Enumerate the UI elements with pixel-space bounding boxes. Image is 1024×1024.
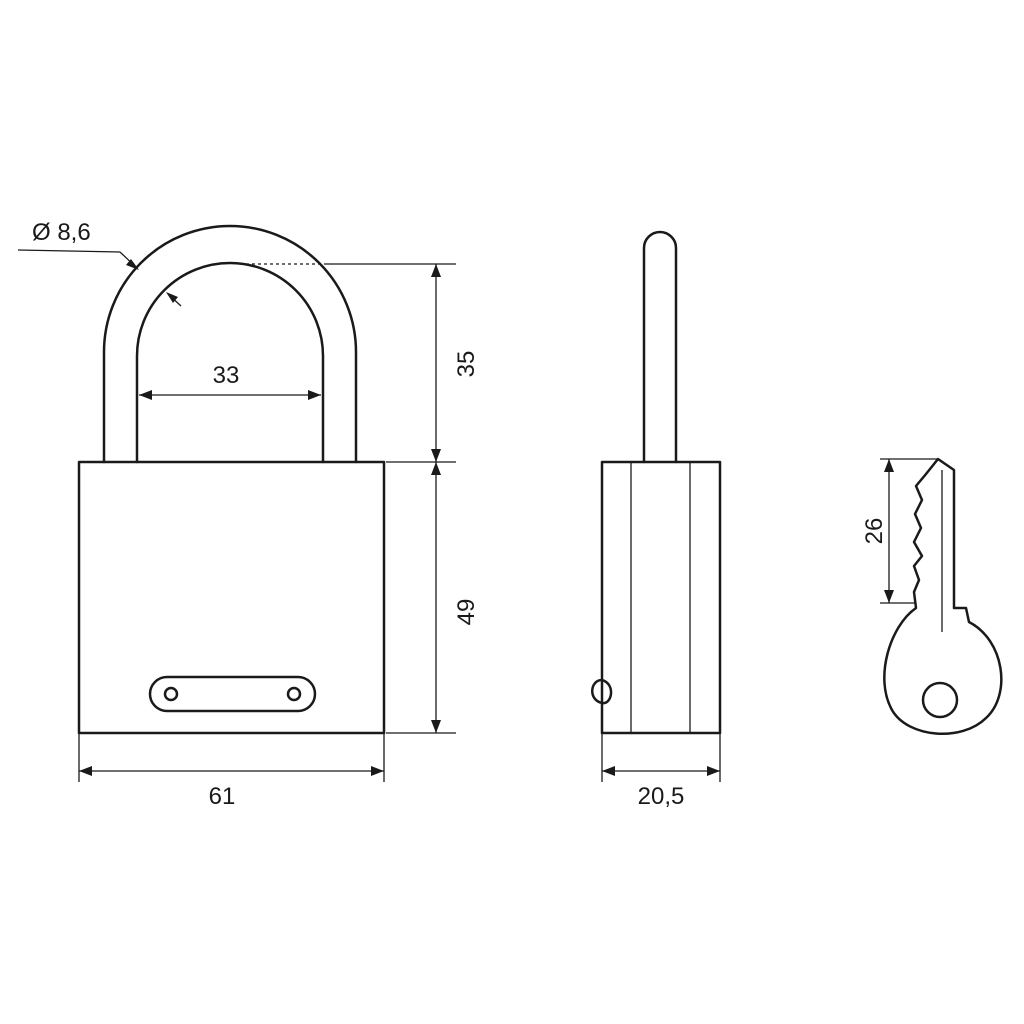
body-height-dimension: 49 <box>431 462 480 733</box>
side-shackle <box>642 230 678 464</box>
shackle-diameter-label: Ø 8,6 <box>32 219 91 246</box>
shackle-diameter-callout: Ø 8,6 <box>17 219 182 307</box>
key-outline <box>883 457 1003 735</box>
shackle-inner-outline <box>135 261 325 464</box>
body-width-dimension: 61 <box>78 733 385 810</box>
side-pin <box>591 678 613 705</box>
nameplate-rivet-right <box>286 686 302 702</box>
shackle-width-label: 33 <box>213 362 240 389</box>
shackle-width-dimension: 33 <box>139 362 321 400</box>
nameplate <box>148 675 317 713</box>
key <box>883 457 1003 735</box>
key-hole <box>921 681 959 719</box>
key-length-dimension: 26 <box>861 458 938 604</box>
body-thickness-label: 20,5 <box>638 783 685 810</box>
key-length-label: 26 <box>861 518 888 545</box>
lock-body <box>77 460 386 735</box>
nameplate-rivet-left <box>163 686 179 702</box>
shackle-clearance-label: 35 <box>453 351 480 378</box>
side-body <box>600 460 722 735</box>
body-thickness-dimension: 20,5 <box>601 733 721 810</box>
front-view <box>77 224 386 735</box>
shackle-clearance-dimension: 35 <box>431 264 480 462</box>
side-view <box>591 230 722 735</box>
shackle-outline <box>102 224 358 464</box>
body-height-label: 49 <box>453 599 480 626</box>
body-width-label: 61 <box>209 783 236 810</box>
